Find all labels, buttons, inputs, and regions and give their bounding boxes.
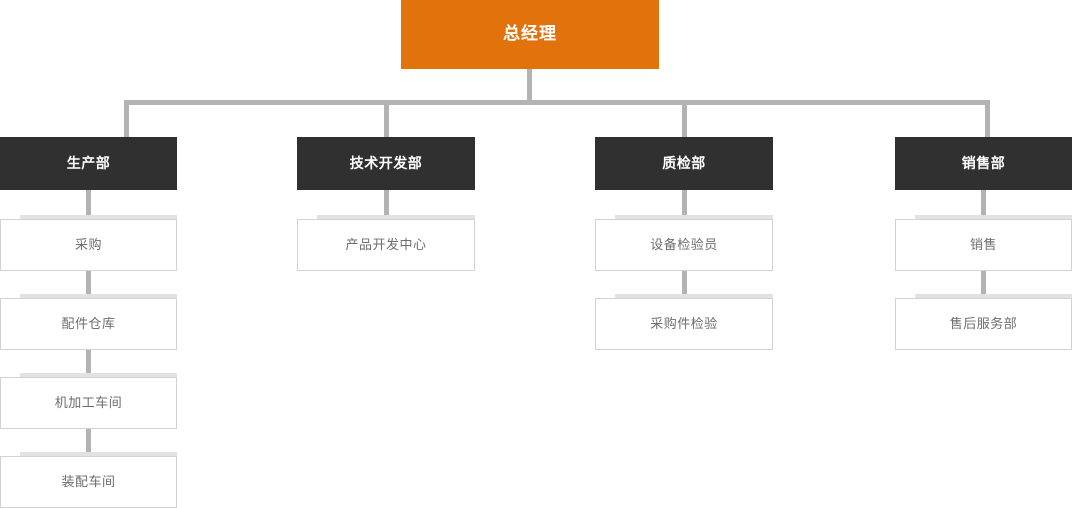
cap-col3-child-1 xyxy=(615,215,773,219)
node-dept-label: 技术开发部 xyxy=(349,155,423,172)
connector-col4-seg-2 xyxy=(981,271,986,298)
cap-col1-child-2 xyxy=(20,294,177,298)
cap-col1-child-4 xyxy=(20,452,177,456)
connector-root-stem xyxy=(527,69,532,102)
connector-col1-seg-3 xyxy=(86,350,91,377)
node-root-general-manager[interactable]: 总经理 xyxy=(401,0,659,69)
node-leaf-purchasing[interactable]: 采购 xyxy=(0,219,177,271)
node-dept-label: 质检部 xyxy=(662,155,706,172)
connector-col2-seg-1 xyxy=(384,190,389,219)
node-leaf-label: 采购 xyxy=(74,237,102,253)
cap-col1-child-3 xyxy=(20,373,177,377)
node-leaf-label: 产品开发中心 xyxy=(345,237,427,253)
cap-col3-child-2 xyxy=(615,294,773,298)
node-leaf-product-development-center[interactable]: 产品开发中心 xyxy=(297,219,475,271)
connector-drop-col-1 xyxy=(124,100,129,137)
node-leaf-label: 配件仓库 xyxy=(61,316,116,332)
node-leaf-parts-warehouse[interactable]: 配件仓库 xyxy=(0,298,177,350)
connector-col1-seg-4 xyxy=(86,429,91,456)
connector-col3-seg-1 xyxy=(682,190,687,219)
cap-col4-child-1 xyxy=(915,215,1072,219)
cap-col1-child-1 xyxy=(20,215,177,219)
cap-col4-child-2 xyxy=(915,294,1072,298)
connector-col1-seg-2 xyxy=(86,271,91,298)
node-root-label: 总经理 xyxy=(503,24,557,44)
connector-root-bus xyxy=(124,100,990,105)
connector-col3-seg-2 xyxy=(682,271,687,298)
node-leaf-after-sales-service[interactable]: 售后服务部 xyxy=(895,298,1072,350)
node-leaf-purchased-parts-inspection[interactable]: 采购件检验 xyxy=(595,298,773,350)
node-leaf-equipment-inspector[interactable]: 设备检验员 xyxy=(595,219,773,271)
node-leaf-label: 销售 xyxy=(969,237,997,253)
node-leaf-assembly-workshop[interactable]: 装配车间 xyxy=(0,456,177,508)
node-leaf-label: 机加工车间 xyxy=(54,395,123,411)
connector-drop-col-2 xyxy=(384,100,389,137)
node-dept-production[interactable]: 生产部 xyxy=(0,137,177,190)
node-leaf-label: 装配车间 xyxy=(61,474,116,490)
connector-col1-seg-1 xyxy=(86,190,91,219)
node-leaf-sales[interactable]: 销售 xyxy=(895,219,1072,271)
connector-drop-col-4 xyxy=(985,100,990,137)
node-leaf-label: 设备检验员 xyxy=(650,237,718,253)
node-dept-technical-development[interactable]: 技术开发部 xyxy=(297,137,475,190)
node-dept-label: 销售部 xyxy=(961,155,1006,172)
node-leaf-machining-workshop[interactable]: 机加工车间 xyxy=(0,377,177,429)
node-dept-sales[interactable]: 销售部 xyxy=(895,137,1072,190)
cap-col2-child-1 xyxy=(317,215,475,219)
node-dept-quality-control[interactable]: 质检部 xyxy=(595,137,773,190)
connector-drop-col-3 xyxy=(682,100,687,137)
connector-col4-seg-1 xyxy=(981,190,986,219)
node-leaf-label: 采购件检验 xyxy=(650,316,718,332)
node-leaf-label: 售后服务部 xyxy=(949,316,1018,332)
node-dept-label: 生产部 xyxy=(66,155,111,172)
